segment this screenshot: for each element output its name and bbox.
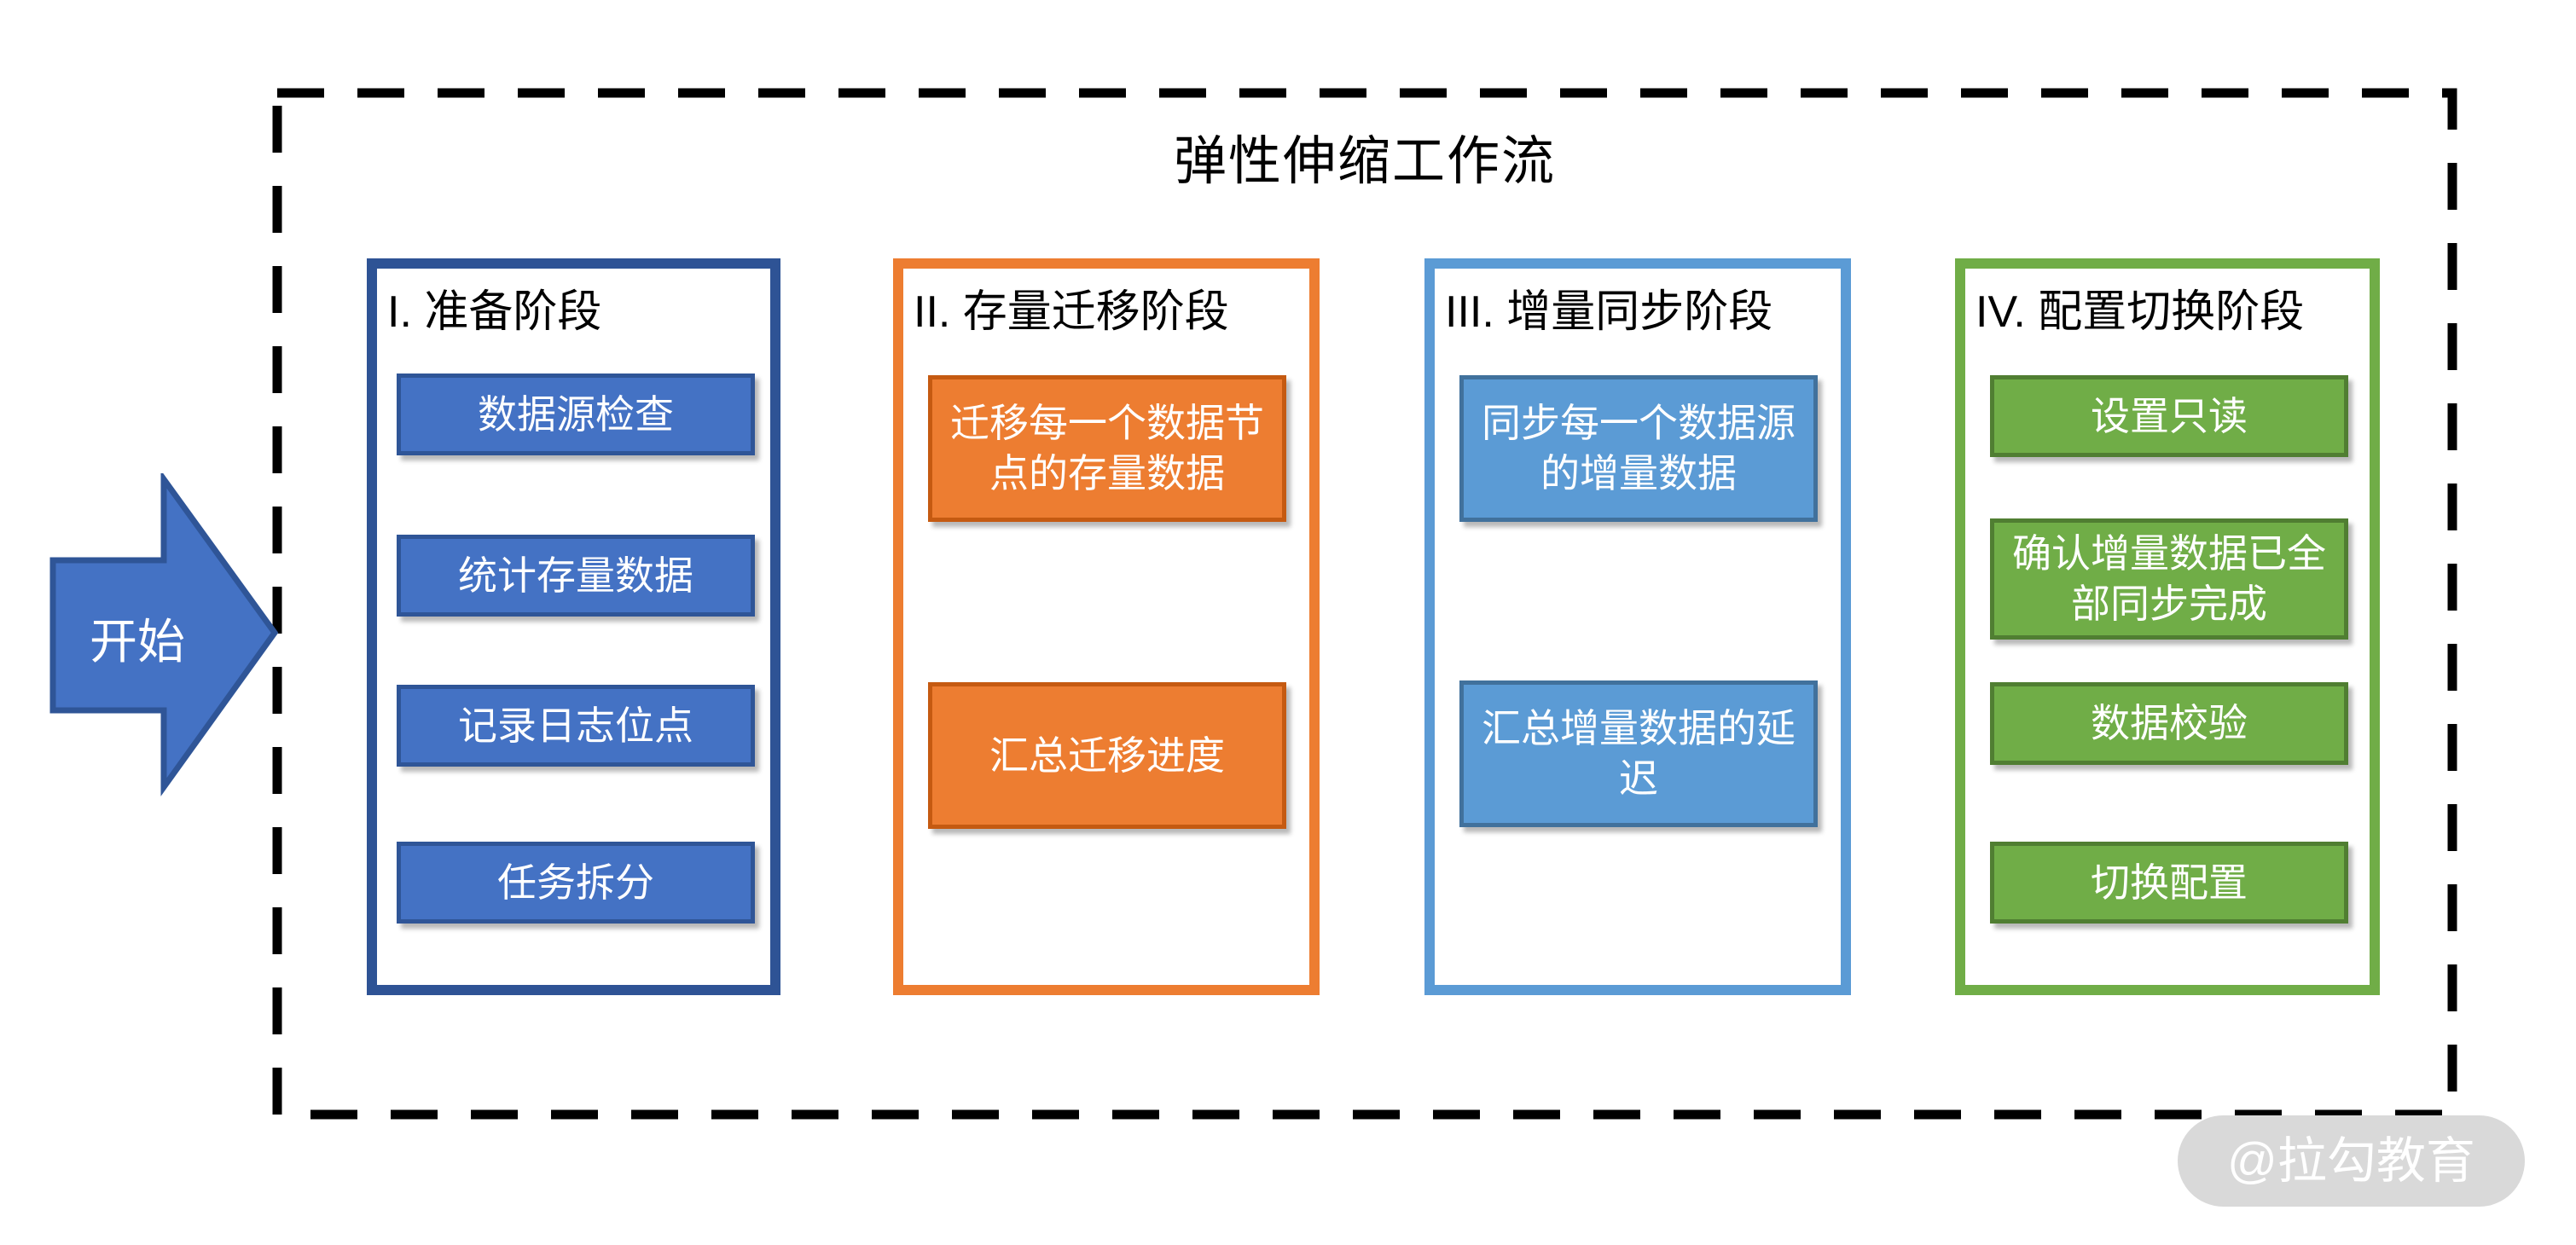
- step-box: 汇总增量数据的延 迟: [1459, 680, 1818, 827]
- step-box: 切换配置: [1990, 842, 2348, 924]
- step-box: 设置只读: [1990, 375, 2348, 457]
- step-box: 任务拆分: [397, 842, 755, 924]
- arrow-polygon: [49, 473, 279, 796]
- step-box: 汇总迁移进度: [928, 682, 1286, 829]
- step-box: 数据源检查: [397, 374, 755, 455]
- phase-title: III. 增量同步阶段: [1445, 287, 1773, 337]
- phase-column-3: III. 增量同步阶段 同步每一个数据源 的增量数据 汇总增量数据的延 迟: [1424, 258, 1851, 995]
- watermark-badge: @拉勾教育: [2178, 1115, 2525, 1207]
- diagram-title: 弹性伸缩工作流: [1173, 132, 1556, 191]
- start-arrow: 开始: [47, 473, 286, 797]
- start-label: 开始: [90, 615, 185, 669]
- phase-column-2: II. 存量迁移阶段 迁移每一个数据节 点的存量数据 汇总迁移进度: [893, 258, 1320, 995]
- start-arrow-shape: [49, 473, 279, 796]
- step-box: 同步每一个数据源 的增量数据: [1459, 375, 1818, 522]
- phase-column-1: I. 准备阶段 数据源检查 统计存量数据 记录日志位点 任务拆分: [367, 258, 780, 995]
- step-box: 统计存量数据: [397, 535, 755, 617]
- step-box: 数据校验: [1990, 682, 2348, 765]
- step-box: 迁移每一个数据节 点的存量数据: [928, 375, 1286, 522]
- phase-title: I. 准备阶段: [387, 287, 602, 337]
- step-box: 记录日志位点: [397, 685, 755, 767]
- phase-title: IV. 配置切换阶段: [1976, 287, 2305, 337]
- phase-title: II. 存量迁移阶段: [914, 287, 1229, 337]
- step-box: 确认增量数据已全 部同步完成: [1990, 518, 2348, 640]
- phase-column-4: IV. 配置切换阶段 设置只读 确认增量数据已全 部同步完成 数据校验 切换配置: [1955, 258, 2380, 995]
